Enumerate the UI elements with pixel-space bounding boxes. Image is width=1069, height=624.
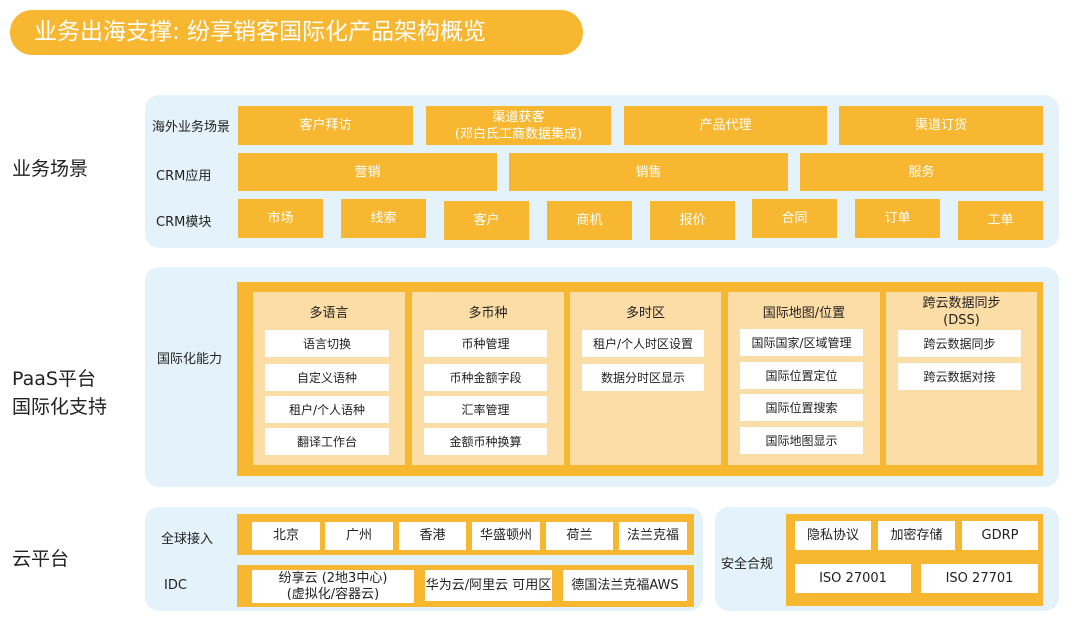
- region-beijing: 北京: [252, 522, 320, 550]
- item-custom-language: 自定义语种: [265, 364, 389, 391]
- idc-fxiaoke-cloud: 纷享云 (2地3中心) (虚拟化/容器云): [252, 570, 414, 603]
- box-customer-visit: 客户拜访: [238, 106, 413, 145]
- region-hongkong: 香港: [399, 522, 466, 550]
- module-lead: 线索: [341, 199, 426, 238]
- row-label-i18n: 国际化能力: [157, 352, 223, 367]
- item-translation-workbench: 翻译工作台: [265, 428, 389, 455]
- sec-iso-27701: ISO 27701: [921, 564, 1038, 593]
- page-title: 业务出海支撑: 纷享销客国际化产品架构概览: [10, 10, 583, 55]
- item-location-search: 国际位置搜索: [740, 394, 863, 421]
- item-tenant-language: 租户/个人语种: [265, 396, 389, 423]
- row-label-overseas: 海外业务场景: [152, 120, 231, 135]
- box-marketing: 营销: [238, 153, 497, 191]
- section-label-paas-line2: 国际化支持: [12, 396, 108, 418]
- idc-fxiaoke-cloud-line1: 纷享云 (2地3中心): [278, 570, 388, 586]
- item-cross-cloud-sync: 跨云数据同步: [898, 330, 1021, 357]
- row-label-crm-module: CRM模块: [156, 215, 212, 230]
- box-product-agency: 产品代理: [624, 106, 827, 145]
- column-cross-cloud-sync-subtitle: (DSS): [943, 313, 980, 328]
- idc-aws-frankfurt: 德国法兰克福AWS: [563, 570, 687, 601]
- column-multi-language-title: 多语言: [309, 306, 349, 321]
- sec-iso-27001: ISO 27001: [795, 564, 911, 593]
- row-label-idc: IDC: [164, 578, 187, 593]
- module-order: 订单: [855, 199, 940, 238]
- section-label-cloud: 云平台: [12, 548, 70, 570]
- item-map-display: 国际地图显示: [740, 427, 863, 454]
- sec-privacy-agreement: 隐私协议: [795, 521, 871, 550]
- item-country-region: 国际国家/区域管理: [740, 329, 863, 356]
- item-timezone-setting: 租户/个人时区设置: [582, 330, 704, 357]
- column-multi-currency-title: 多币种: [468, 306, 508, 321]
- row-label-crm-app: CRM应用: [156, 169, 212, 184]
- box-sales: 销售: [509, 153, 788, 191]
- region-frankfurt: 法兰克福: [619, 522, 687, 550]
- item-language-switch: 语言切换: [265, 330, 389, 357]
- item-currency-amount-field: 币种金额字段: [424, 364, 547, 391]
- column-multi-timezone-title: 多时区: [625, 306, 665, 321]
- sec-gdrp: GDRP: [962, 521, 1038, 550]
- module-customer: 客户: [444, 201, 529, 240]
- module-quote: 报价: [650, 201, 735, 240]
- section-label-business: 业务场景: [12, 158, 89, 180]
- module-opportunity: 商机: [547, 201, 632, 240]
- module-market: 市场: [238, 199, 323, 238]
- item-exchange-rate: 汇率管理: [424, 396, 547, 423]
- module-contract: 合同: [752, 199, 837, 238]
- item-currency-management: 币种管理: [424, 330, 547, 357]
- item-location-positioning: 国际位置定位: [740, 362, 863, 389]
- item-timezone-display: 数据分时区显示: [582, 364, 704, 391]
- row-label-global-access: 全球接入: [161, 532, 214, 547]
- column-cross-cloud-sync-title: 跨云数据同步: [922, 296, 1001, 311]
- idc-fxiaoke-cloud-line2: (虚拟化/容器云): [286, 586, 380, 602]
- box-channel-ordering: 渠道订货: [839, 106, 1043, 145]
- sec-encrypted-storage: 加密存储: [878, 521, 955, 550]
- column-intl-map-title: 国际地图/位置: [762, 306, 846, 321]
- box-channel-acquisition-line1: 渠道获客: [492, 109, 545, 125]
- idc-huawei-aliyun: 华为云/阿里云 可用区: [425, 570, 552, 601]
- box-channel-acquisition: 渠道获客 (邓白氏工商数据集成): [426, 106, 611, 145]
- item-currency-conversion: 金额币种换算: [424, 428, 547, 455]
- region-washington: 华盛顿州: [472, 522, 540, 550]
- section-label-paas-line1: PaaS平台: [12, 368, 96, 390]
- region-netherlands: 荷兰: [546, 522, 613, 550]
- region-guangzhou: 广州: [325, 522, 393, 550]
- box-channel-acquisition-line2: (邓白氏工商数据集成): [454, 126, 583, 142]
- row-label-security: 安全合规: [721, 557, 774, 572]
- module-ticket: 工单: [958, 201, 1043, 240]
- item-cross-cloud-integration: 跨云数据对接: [898, 363, 1021, 390]
- box-service: 服务: [800, 153, 1043, 191]
